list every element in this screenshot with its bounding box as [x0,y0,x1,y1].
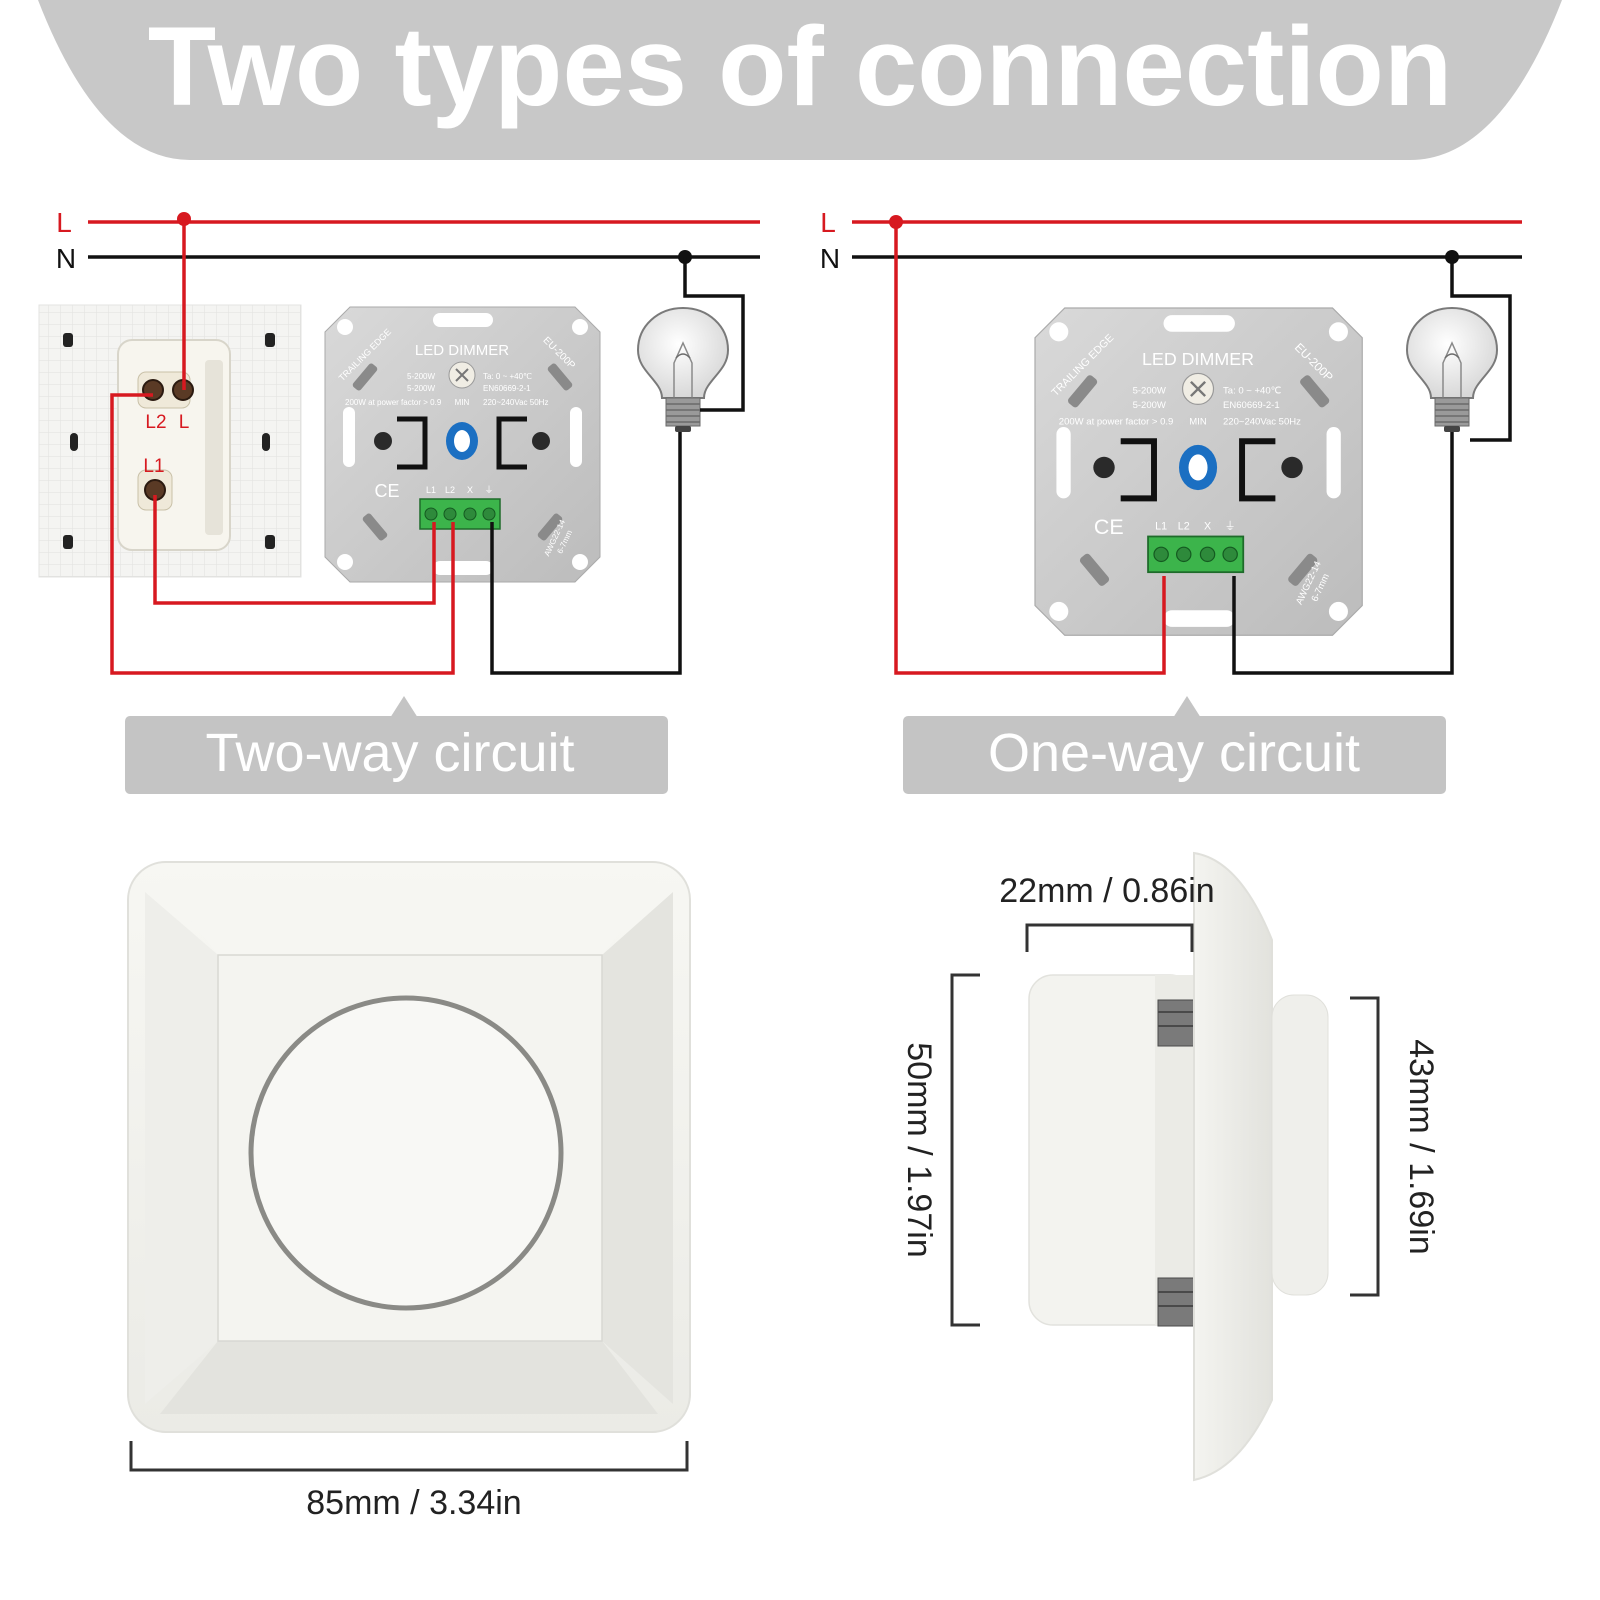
terminal-l-label: L [179,412,190,433]
depth-dimension-label: 22mm / 0.86in [999,872,1214,910]
spec-standard: EN60669-2-1 [1223,400,1280,411]
frame-side [1193,851,1273,1482]
one-way-diagram: L N LED DIMMER TRAILING EDGE EU-200P 5-2… [820,207,1522,794]
neutral-label-right: N [820,243,840,274]
bulb-right [1406,307,1498,433]
terminal-label-x: X [1204,520,1211,532]
dimmer-name: LED DIMMER [415,342,509,359]
caption-one-way: One-way circuit [903,696,1446,794]
spec-min: MIN [455,398,470,407]
terminal-label-ground: ⏚ [1225,520,1236,532]
neutral-label-left: N [56,243,76,274]
body-height-dimension [950,973,980,1327]
wires-right [889,215,1512,675]
banner-shape [38,0,1562,160]
width-dimension [129,1441,689,1472]
spec-standard: EN60669-2-1 [483,384,531,393]
spec-voltage: 220~240Vac 50Hz [483,398,548,407]
spec-temp: Ta: 0 ~ +40℃ [483,372,532,381]
dimmer-side-view: 22mm / 0.86in 50mm / 1.97in 43mm / 1.69i… [900,851,1440,1482]
dimmer-name: LED DIMMER [1142,349,1254,369]
two-way-diagram: L N L2 L L1 LED DIMMER T [38,207,760,794]
title-banner: Two types of connection [38,0,1562,160]
page-title: Two types of connection [148,4,1453,129]
spec-power: 200W at power factor > 0.9 [345,398,442,407]
terminal-label-l2: L2 [445,485,455,495]
spec-temp: Ta: 0 ~ +40℃ [1223,386,1282,397]
terminal-label-ground: ⏚ [484,485,493,495]
two-way-label: Two-way circuit [205,723,574,783]
ce-mark: CE [1094,515,1124,539]
wires-left [110,212,745,675]
line-label-left: L [56,207,72,238]
line-label-right: L [820,207,836,238]
dimmer-module-left: LED DIMMER TRAILING EDGE EU-200P 5-200W … [325,307,600,582]
dimmer-front-view: 85mm / 3.34in [127,861,691,1522]
mounting-claw-bottom [1157,1277,1195,1327]
terminal-l2-label: L2 [145,412,166,433]
ce-mark: CE [374,481,399,501]
terminal-label-l2: L2 [1178,520,1190,532]
mounting-claw-top [1157,999,1195,1047]
spec-load1: 5-200W [407,372,435,381]
spec-load2: 5-200W [407,384,435,393]
spec-load1: 5-200W [1133,386,1166,397]
terminal-label-x: X [467,485,473,495]
bulb-left [637,307,729,433]
width-dimension-label: 85mm / 3.34in [306,1484,521,1522]
body-height-dimension-label: 50mm / 1.97in [900,1042,938,1257]
wall-switch: L2 L L1 [38,304,302,578]
dimmer-knob [248,995,564,1311]
spec-min: MIN [1189,417,1207,428]
caption-two-way: Two-way circuit [125,696,668,794]
terminal-label-l1: L1 [426,485,436,495]
spec-power: 200W at power factor > 0.9 [1059,417,1174,428]
depth-dimension [1025,923,1194,952]
terminal-l2-screw [142,379,164,401]
terminal-l1-label: L1 [143,456,164,477]
one-way-label: One-way circuit [988,723,1360,783]
terminal-label-l1: L1 [1155,520,1167,532]
knob-height-dimension [1350,996,1380,1297]
knob-side [1271,994,1329,1296]
spec-voltage: 220~240Vac 50Hz [1223,417,1301,428]
knob-height-dimension-label: 43mm / 1.69in [1402,1039,1440,1254]
spec-load2: 5-200W [1133,400,1166,411]
dimmer-module-right: LED DIMMER TRAILING EDGE EU-200P 5-200W … [1035,308,1362,635]
